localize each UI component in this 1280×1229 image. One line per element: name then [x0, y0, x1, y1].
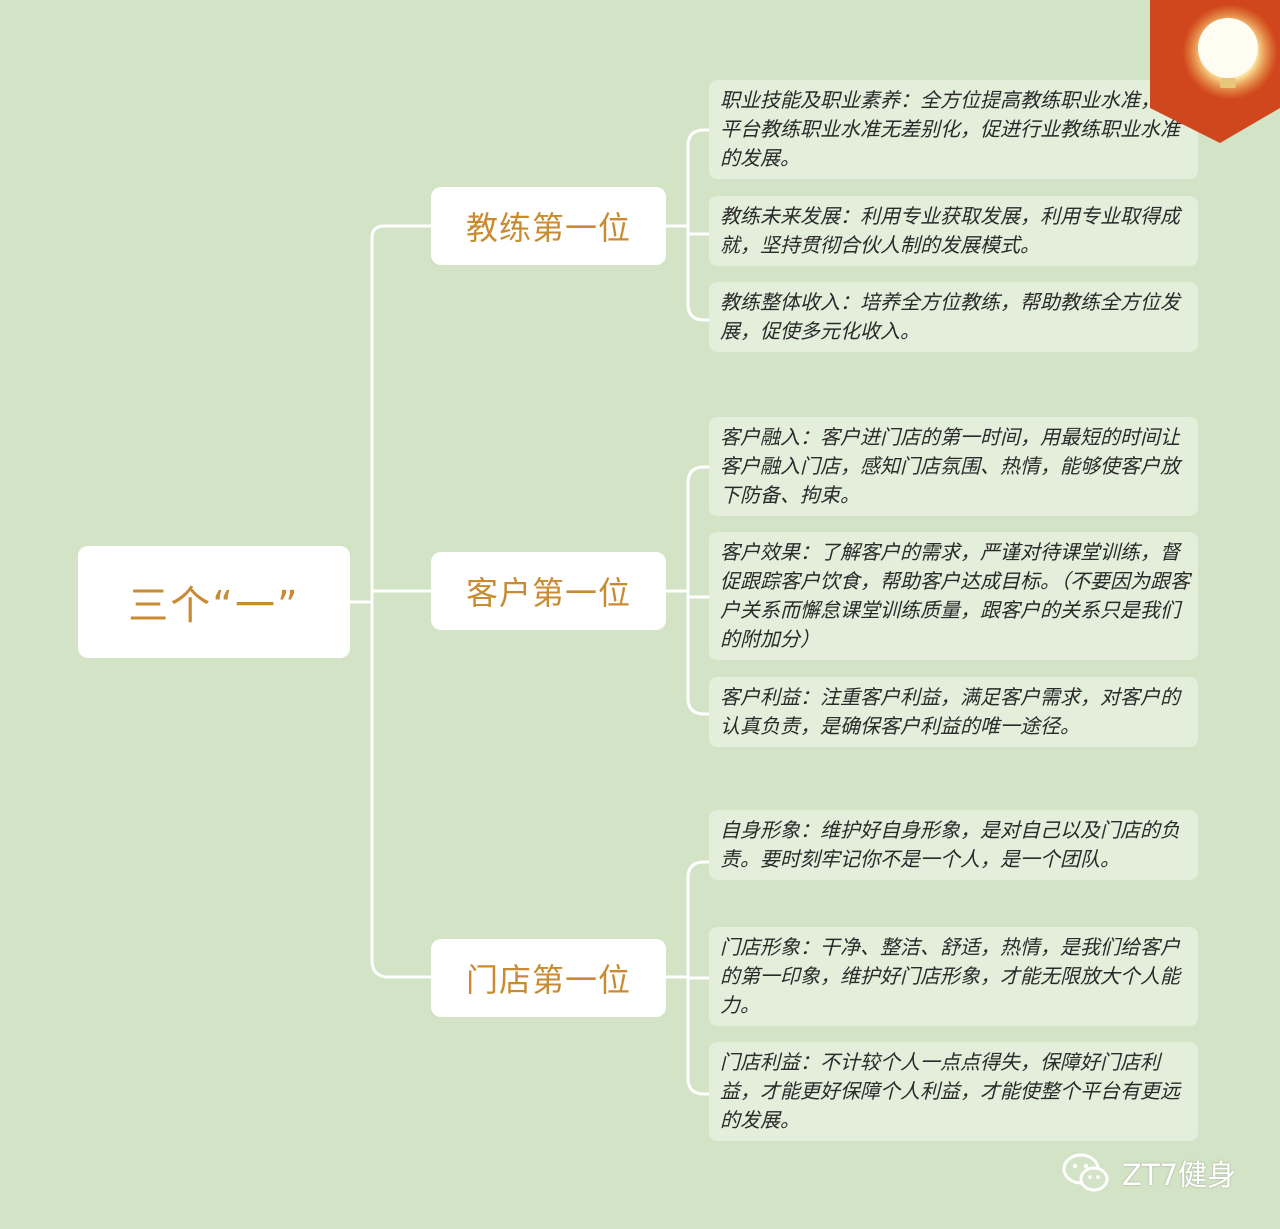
connector-leaf-3-3 [686, 975, 711, 1096]
wechat-icon [1062, 1153, 1109, 1192]
leaf-store-image: 门店形象：干净、整洁、舒适，热情，是我们给客户的第一印象，维护好门店形象，才能无… [709, 927, 1198, 1026]
connector-branch-2 [370, 588, 433, 979]
watermark: ZT7健身 [1062, 1146, 1262, 1200]
leaf-customer-results: 客户效果：了解客户的需求，严谨对待课堂训练，督促跟踪客户饮食，帮助客户达成目标。… [709, 532, 1198, 660]
root-node: 三个“一” [78, 546, 350, 658]
connector-leaf-2-2 [686, 589, 711, 599]
lightbulb-badge [1150, 0, 1280, 143]
branch-customer: 客户第一位 [431, 552, 666, 630]
connector-leaf-2-1 [664, 465, 711, 593]
connector-leaf-2-3 [686, 589, 711, 716]
branch-store: 门店第一位 [431, 939, 666, 1017]
branch-label: 客户第一位 [465, 574, 631, 612]
leaf-coach-income: 教练整体收入：培养全方位教练，帮助教练全方位发展，促使多元化收入。 [709, 282, 1198, 352]
leaf-text: 门店形象：干净、整洁、舒适，热情，是我们给客户的第一印象，维护好门店形象，才能无… [720, 935, 1180, 1017]
leaf-text: 客户融入：客户进门店的第一时间，用最短的时间让客户融入门店，感知门店氛围、热情，… [720, 425, 1180, 507]
lightbulb-icon [1182, 4, 1278, 100]
leaf-text: 门店利益：不计较个人一点点得失，保障好门店利益，才能更好保障个人利益，才能使整个… [720, 1050, 1180, 1132]
branch-label: 门店第一位 [465, 961, 631, 999]
root-label: 三个“一” [128, 583, 300, 629]
leaf-coach-future: 教练未来发展：利用专业获取发展，利用专业取得成就，坚持贯彻合伙人制的发展模式。 [709, 196, 1198, 266]
leaf-store-benefit: 门店利益：不计较个人一点点得失，保障好门店利益，才能更好保障个人利益，才能使整个… [709, 1042, 1198, 1141]
watermark-text: ZT7健身 [1122, 1158, 1237, 1192]
leaf-text: 客户效果：了解客户的需求，严谨对待课堂训练，督促跟踪客户饮食，帮助客户达成目标。… [720, 540, 1190, 651]
leaf-customer-integration: 客户融入：客户进门店的第一时间，用最短的时间让客户融入门店，感知门店氛围、热情，… [709, 417, 1198, 516]
leaf-text: 职业技能及职业素养：全方位提高教练职业水准，使平台教练职业水准无差别化，促进行业… [720, 88, 1180, 170]
leaf-text: 教练整体收入：培养全方位教练，帮助教练全方位发展，促使多元化收入。 [720, 290, 1180, 343]
branch-label: 教练第一位 [465, 209, 631, 247]
connector-leaf-1-1 [664, 128, 711, 228]
branch-coach: 教练第一位 [431, 187, 666, 265]
connector-leaf-1-3 [686, 224, 711, 322]
leaf-text: 自身形象：维护好自身形象，是对自己以及门店的负责。要时刻牢记你不是一个人，是一个… [720, 818, 1180, 871]
connector-leaf-3-1 [664, 860, 711, 979]
leaf-text: 教练未来发展：利用专业获取发展，利用专业取得成就，坚持贯彻合伙人制的发展模式。 [720, 204, 1180, 257]
leaf-coach-skills: 职业技能及职业素养：全方位提高教练职业水准，使平台教练职业水准无差别化，促进行业… [709, 80, 1198, 179]
leaf-text: 客户利益：注重客户利益，满足客户需求，对客户的认真负责，是确保客户利益的唯一途径… [720, 685, 1180, 738]
leaf-store-self-image: 自身形象：维护好自身形象，是对自己以及门店的负责。要时刻牢记你不是一个人，是一个… [709, 810, 1198, 880]
connector-leaf-3-2 [686, 975, 711, 980]
leaf-customer-benefit: 客户利益：注重客户利益，满足客户需求，对客户的认真负责，是确保客户利益的唯一途径… [709, 677, 1198, 747]
connector-leaf-1-2 [686, 224, 711, 236]
connector-branch-1 [370, 224, 386, 604]
